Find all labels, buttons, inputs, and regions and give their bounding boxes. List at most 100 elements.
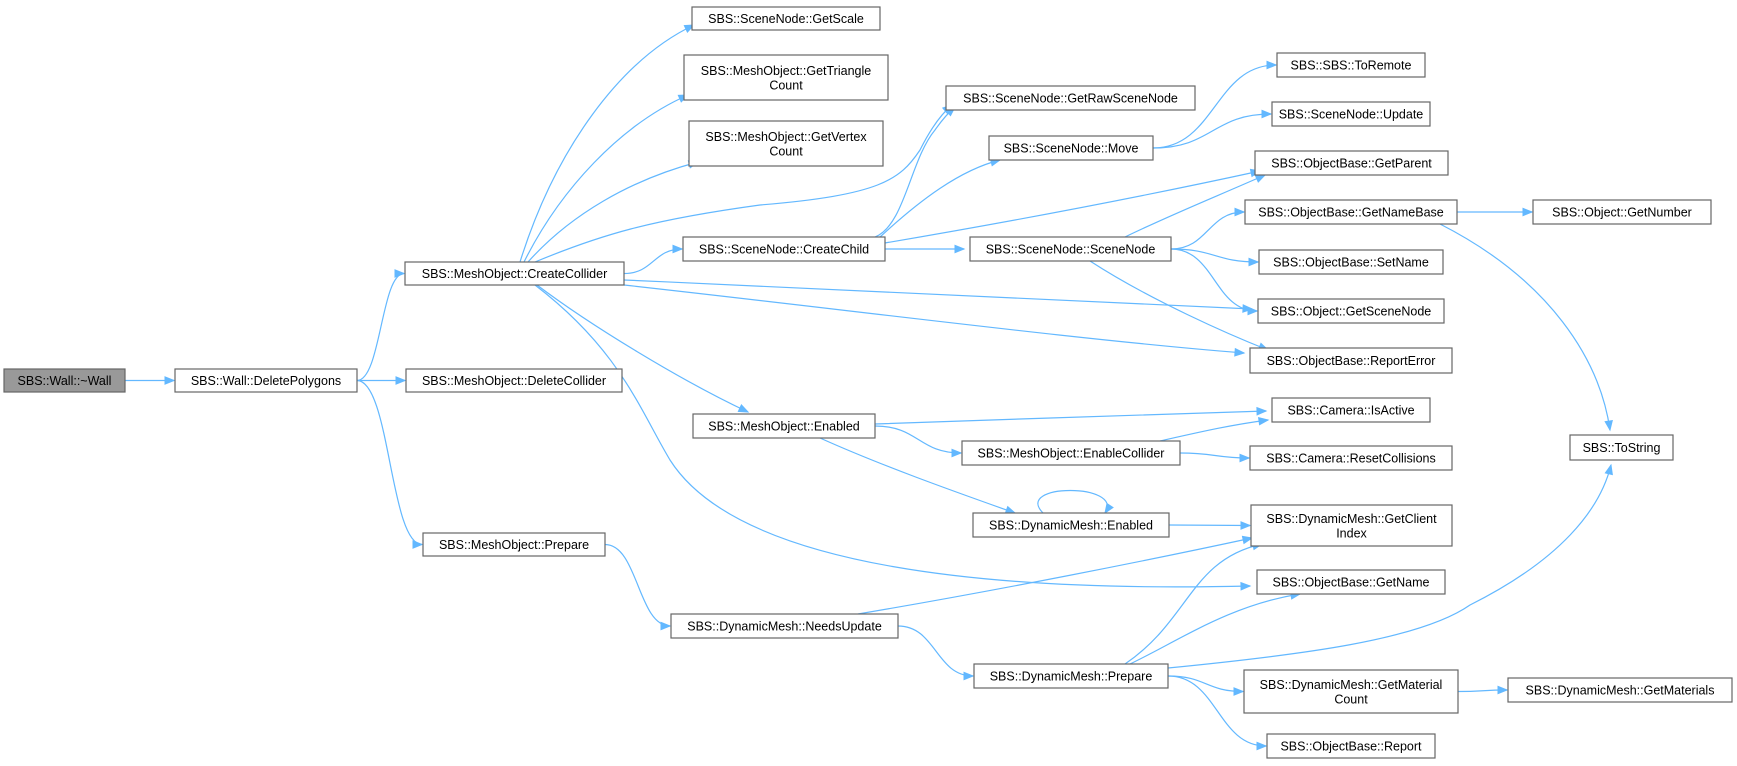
- edge-dm_prepare-to-getname: [1129, 591, 1302, 665]
- node-box: [1276, 52, 1426, 78]
- edge-enablecollider-to-resetcollisions: [1179, 452, 1251, 463]
- node-box: [422, 532, 606, 557]
- edge-createchild-to-move-line: [879, 159, 1001, 238]
- edge-deletepolygons-to-deletecollider: [357, 376, 407, 385]
- node-box: [1254, 150, 1449, 176]
- node-tostring[interactable]: SBS::ToString: [1569, 434, 1674, 461]
- edge-deletepolygons-to-createcollider-arrowhead: [394, 269, 406, 278]
- node-deletepolygons[interactable]: SBS::Wall::DeletePolygons: [174, 368, 358, 393]
- node-wall[interactable]: SBS::Wall::~Wall: [3, 368, 126, 393]
- node-box: [682, 236, 886, 262]
- edge-dm_enabled-to-getclientindex: [1168, 521, 1252, 530]
- node-label: SBS::ObjectBase::GetParent: [1271, 157, 1432, 171]
- edge-scenenode-to-getnamebase: [1170, 207, 1246, 250]
- node-label: SBS::Camera::IsActive: [1287, 404, 1414, 418]
- node-createchild[interactable]: SBS::SceneNode::CreateChild: [682, 236, 886, 262]
- node-getscale[interactable]: SBS::SceneNode::GetScale: [691, 6, 881, 31]
- node-mo_enabled[interactable]: SBS::MeshObject::Enabled: [692, 413, 876, 439]
- node-box: [1257, 298, 1445, 324]
- edge-dm_enabled-to-dm_enabled: [1037, 489, 1114, 515]
- node-label: SBS::SceneNode::CreateChild: [699, 243, 869, 257]
- node-box: [1271, 101, 1431, 127]
- node-getscenenode[interactable]: SBS::Object::GetSceneNode: [1257, 298, 1445, 324]
- edge-needsupdate-to-getclientindex-line: [857, 537, 1253, 615]
- node-isactive[interactable]: SBS::Camera::IsActive: [1271, 397, 1431, 423]
- node-needsupdate[interactable]: SBS::DynamicMesh::NeedsUpdate: [670, 613, 899, 639]
- edge-createcollider-to-getscale: [519, 24, 696, 263]
- node-box: [1256, 569, 1446, 595]
- node-label: SBS::Object::GetNumber: [1552, 206, 1692, 220]
- node-resetcollisions[interactable]: SBS::Camera::ResetCollisions: [1249, 445, 1453, 471]
- edge-createcollider-to-reporterror: [623, 284, 1246, 357]
- node-label: SBS::DynamicMesh::Prepare: [990, 670, 1153, 684]
- edge-scenenode-to-getscenenode-line: [1170, 248, 1258, 312]
- node-getnamebase[interactable]: SBS::ObjectBase::GetNameBase: [1244, 199, 1458, 225]
- node-box: [961, 440, 1181, 466]
- node-label: SBS::Wall::~Wall: [18, 374, 112, 388]
- node-label: SBS::Camera::ResetCollisions: [1266, 452, 1436, 466]
- edge-createchild-to-scenenode: [885, 244, 966, 254]
- node-getnumber[interactable]: SBS::Object::GetNumber: [1532, 199, 1712, 225]
- node-deletecollider[interactable]: SBS::MeshObject::DeleteCollider: [405, 368, 623, 393]
- edge-createchild-to-move: [879, 158, 1002, 238]
- node-getmaterials[interactable]: SBS::DynamicMesh::GetMaterials: [1507, 677, 1733, 703]
- node-update[interactable]: SBS::SceneNode::Update: [1271, 101, 1431, 127]
- node-getname[interactable]: SBS::ObjectBase::GetName: [1256, 569, 1446, 595]
- edge-wall-to-deletepolygons: [125, 376, 176, 385]
- node-label: SBS::ObjectBase::GetName: [1272, 576, 1429, 590]
- node-reporterror[interactable]: SBS::ObjectBase::ReportError: [1249, 347, 1453, 374]
- edge-dm_prepare-to-tostring-arrowhead: [1604, 463, 1613, 476]
- edge-getnamebase-to-tostring-line: [1439, 223, 1611, 431]
- edge-dm_prepare-to-report-line: [1167, 675, 1267, 747]
- edge-scenenode-to-setname-line: [1170, 248, 1259, 263]
- edge-createchild-to-getrawscenenode-line: [874, 106, 956, 238]
- node-report[interactable]: SBS::ObjectBase::Report: [1266, 733, 1436, 759]
- edge-move-to-update-line: [1152, 113, 1272, 149]
- edge-createcollider-to-mo_enabled: [536, 284, 750, 413]
- node-createcollider[interactable]: SBS::MeshObject::CreateCollider: [404, 261, 625, 286]
- edge-createcollider-to-getname-arrowhead: [1240, 581, 1252, 591]
- edge-createcollider-to-createchild: [623, 244, 684, 275]
- edge-getnamebase-to-getnumber-arrowhead: [1522, 207, 1534, 217]
- edge-scenenode-to-getscenenode-arrowhead: [1247, 306, 1259, 316]
- node-box: [1569, 434, 1674, 461]
- edge-scenenode-to-getparent-arrowhead: [1254, 174, 1267, 183]
- edge-createcollider-to-getvertexcount-line: [527, 161, 699, 263]
- edge-move-to-toremote-line: [1152, 64, 1277, 149]
- node-mo_prepare[interactable]: SBS::MeshObject::Prepare: [422, 532, 606, 557]
- node-enablecollider[interactable]: SBS::MeshObject::EnableCollider: [961, 440, 1181, 466]
- node-box: [683, 54, 889, 101]
- edge-createcollider-to-reporterror-line: [623, 284, 1245, 354]
- node-dm_prepare[interactable]: SBS::DynamicMesh::Prepare: [973, 663, 1169, 689]
- edge-move-to-update: [1152, 109, 1273, 149]
- node-scenenode[interactable]: SBS::SceneNode::SceneNode: [969, 236, 1172, 262]
- edge-scenenode-to-getscenenode: [1170, 248, 1259, 316]
- node-label: SBS::DynamicMesh::Enabled: [989, 519, 1153, 533]
- node-box: [3, 368, 126, 393]
- edge-mo_prepare-to-needsupdate-line: [604, 543, 671, 627]
- node-getrawscenenode[interactable]: SBS::SceneNode::GetRawSceneNode: [945, 85, 1196, 111]
- node-box: [692, 413, 876, 439]
- node-getparent[interactable]: SBS::ObjectBase::GetParent: [1254, 150, 1449, 176]
- node-label: SBS::MeshObject::EnableCollider: [978, 447, 1165, 461]
- edge-move-to-toremote: [1152, 60, 1278, 149]
- node-label: SBS::DynamicMesh::GetClient: [1266, 512, 1437, 526]
- edge-enablecollider-to-resetcollisions-line: [1179, 452, 1250, 459]
- edge-createcollider-to-getname: [534, 284, 1252, 591]
- node-box: [688, 120, 884, 167]
- node-box: [972, 512, 1170, 538]
- node-box: [1266, 733, 1436, 759]
- node-label: SBS::DynamicMesh::GetMaterial: [1260, 678, 1443, 692]
- edge-dm_prepare-to-getmaterialcount-line: [1167, 675, 1244, 693]
- edge-scenenode-to-getnamebase-arrowhead: [1234, 207, 1246, 217]
- node-label: Count: [769, 144, 803, 158]
- node-move[interactable]: SBS::SceneNode::Move: [988, 135, 1154, 161]
- node-setname[interactable]: SBS::ObjectBase::SetName: [1258, 249, 1444, 275]
- node-toremote[interactable]: SBS::SBS::ToRemote: [1276, 52, 1426, 78]
- node-dm_enabled[interactable]: SBS::DynamicMesh::Enabled: [972, 512, 1170, 538]
